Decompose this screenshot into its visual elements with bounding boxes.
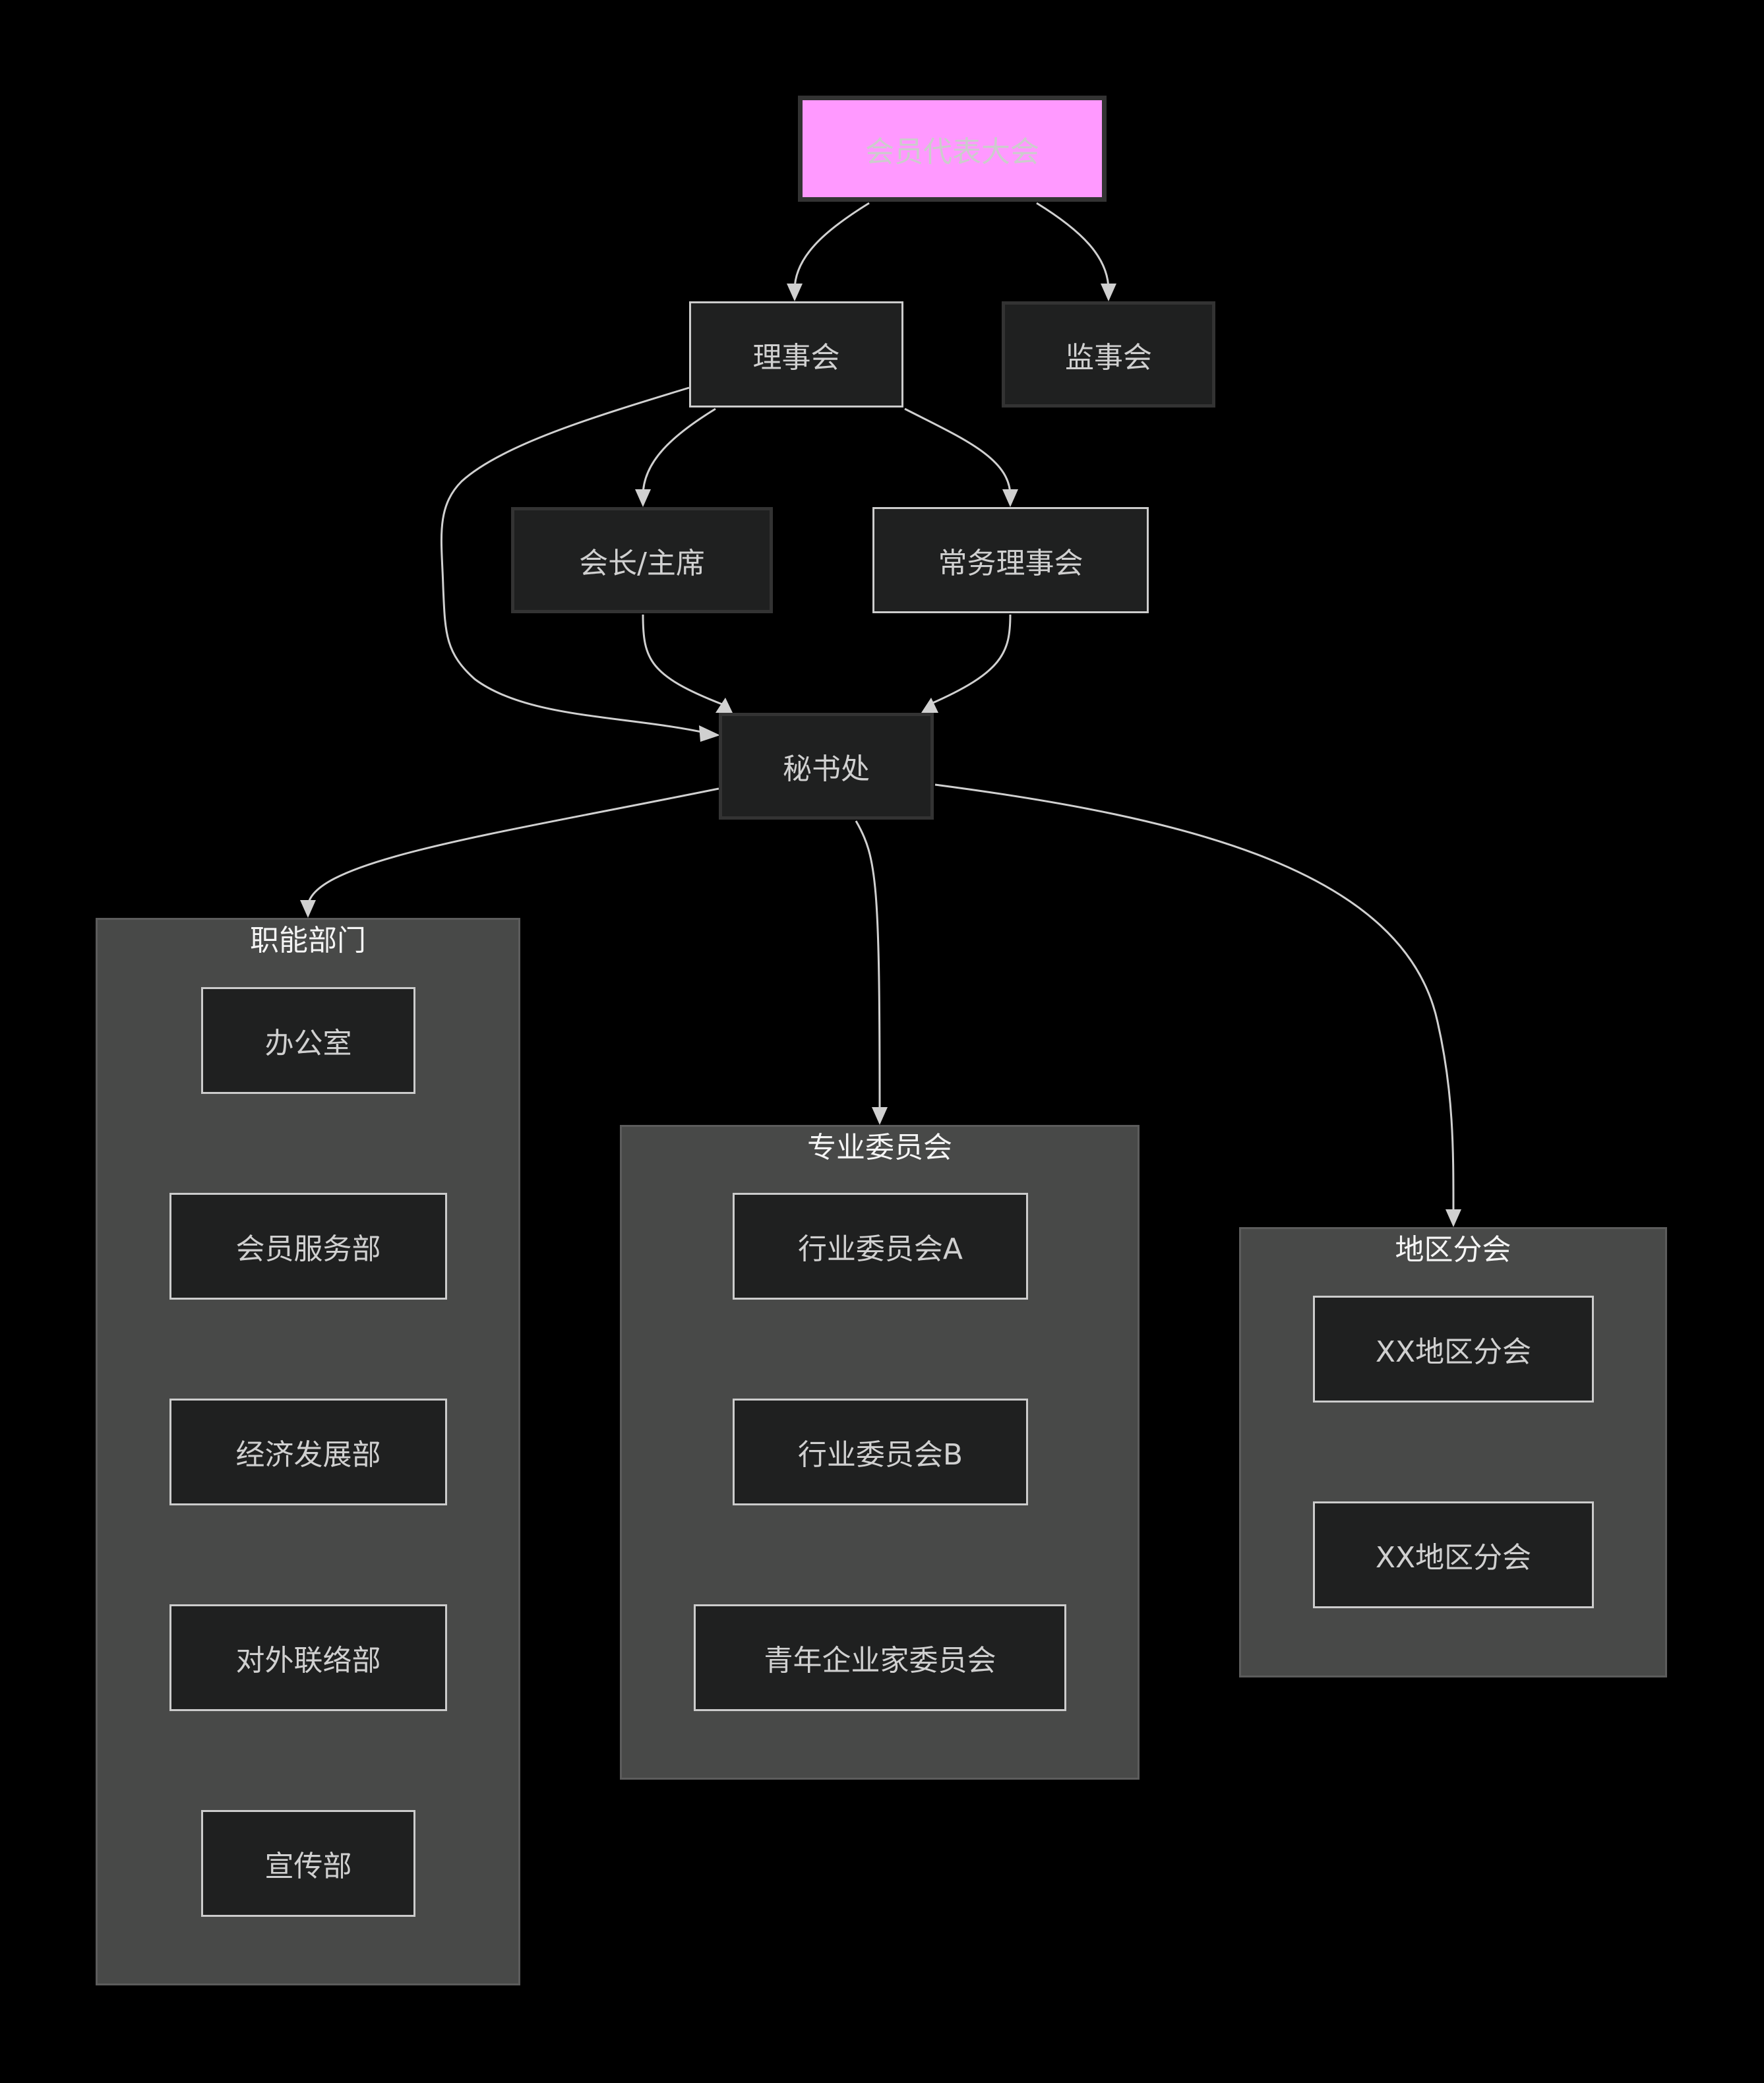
arrowhead-council [787, 284, 803, 301]
edge-secretariat-functional [307, 787, 719, 907]
edge-president-secretariat [642, 614, 723, 706]
arrowhead-council-secretariat [699, 725, 720, 742]
node-branch-2[interactable]: XX地区分会 [1313, 1501, 1594, 1608]
node-president[interactable]: 会长/主席 [511, 507, 773, 613]
node-branch-1[interactable]: XX地区分会 [1313, 1296, 1594, 1403]
edge-standing-secretariat [929, 614, 1012, 706]
node-label: XX地区分会 [1375, 1335, 1532, 1369]
node-secretariat[interactable]: 秘书处 [719, 713, 934, 820]
edge-secretariat-branches [934, 783, 1455, 1217]
node-label: 会员代表大会 [865, 135, 1039, 169]
node-label: 对外联络部 [235, 1644, 381, 1677]
node-label: 常务理事会 [938, 546, 1083, 580]
node-council[interactable]: 理事会 [689, 301, 903, 408]
node-external-liaison[interactable]: 对外联络部 [169, 1604, 447, 1711]
arrowhead-standing-secretariat [921, 698, 938, 713]
node-label: 青年企业家委员会 [764, 1644, 996, 1677]
node-supervisory-board[interactable]: 监事会 [1002, 301, 1215, 408]
edge-secretariat-committees [855, 820, 881, 1115]
node-label: 行业委员会A [797, 1232, 963, 1266]
edge-assembly-supervisory [1036, 202, 1110, 291]
cluster-title: 地区分会 [1395, 1233, 1511, 1267]
arrowhead-standing [1002, 489, 1018, 507]
node-committee-b[interactable]: 行业委员会B [733, 1399, 1028, 1505]
node-label: XX地区分会 [1375, 1541, 1532, 1575]
node-publicity[interactable]: 宣传部 [201, 1810, 415, 1917]
node-label: 行业委员会B [797, 1438, 963, 1472]
cluster-title: 专业委员会 [807, 1131, 952, 1164]
edge-assembly-council [793, 202, 870, 291]
node-label: 监事会 [1065, 340, 1152, 375]
node-youth-committee[interactable]: 青年企业家委员会 [694, 1604, 1066, 1711]
node-label: 秘书处 [783, 752, 870, 786]
node-label: 会长/主席 [579, 546, 705, 580]
arrowhead-president-secretariat [715, 698, 733, 713]
node-label: 办公室 [264, 1027, 352, 1060]
node-committee-a[interactable]: 行业委员会A [733, 1193, 1028, 1300]
node-label: 会员服务部 [235, 1232, 381, 1266]
edge-council-secretariat [440, 386, 708, 735]
node-member-service[interactable]: 会员服务部 [169, 1193, 447, 1300]
node-office[interactable]: 办公室 [201, 987, 415, 1094]
arrowhead-committees [872, 1107, 888, 1125]
cluster-title: 职能部门 [250, 924, 366, 957]
arrowhead-supervisory [1101, 284, 1116, 301]
node-standing-council[interactable]: 常务理事会 [872, 507, 1149, 613]
edge-council-president [642, 408, 716, 497]
node-economic-development[interactable]: 经济发展部 [169, 1399, 447, 1505]
edge-council-standing [904, 408, 1012, 497]
node-label: 经济发展部 [235, 1438, 381, 1472]
node-label: 宣传部 [264, 1850, 352, 1883]
arrowhead-functional [300, 900, 316, 918]
arrowhead-president [635, 489, 651, 507]
node-label: 理事会 [752, 340, 840, 375]
cluster-regional-branches: 地区分会 [1239, 1227, 1667, 1677]
node-member-assembly[interactable]: 会员代表大会 [798, 96, 1107, 202]
arrowhead-branches [1445, 1209, 1461, 1227]
